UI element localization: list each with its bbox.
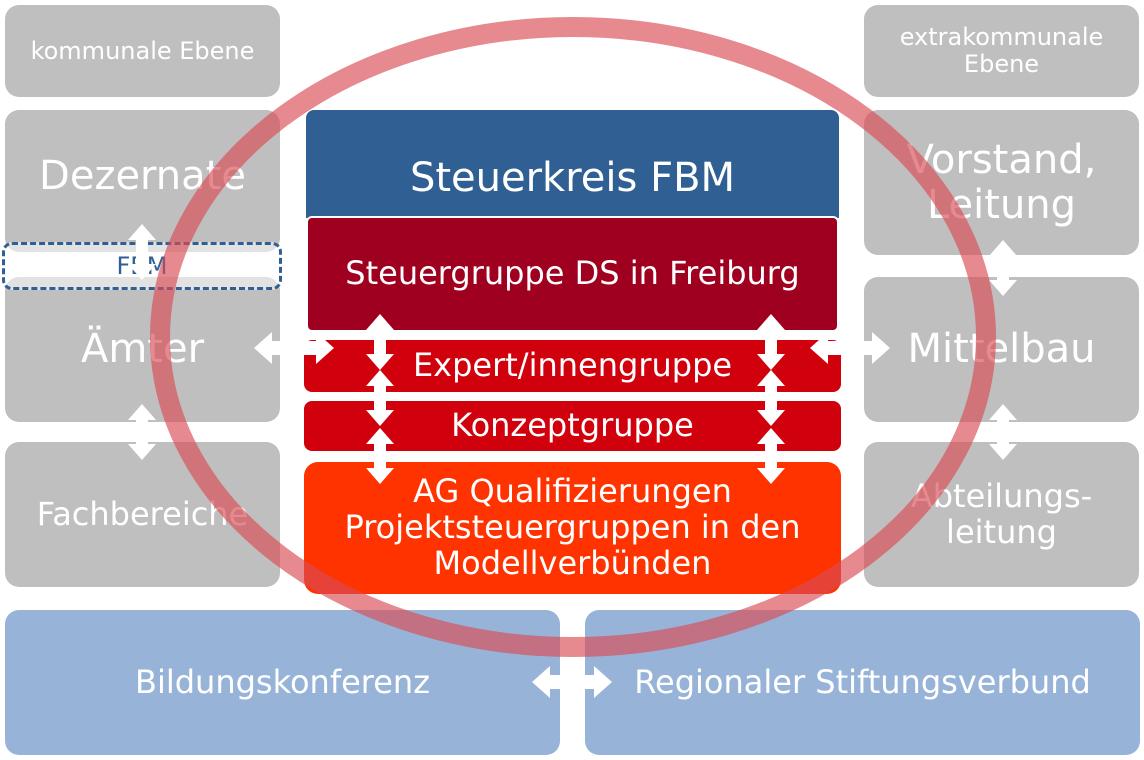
regionaler-stiftungsverbund-box: Regionaler Stiftungsverbund [585,610,1140,755]
konzeptgruppe-box: Konzeptgruppe [304,401,841,451]
mittelbau-box: Mittelbau [864,277,1139,422]
vorstand-leitung-box: Vorstand, Leitung [864,110,1139,255]
fbm-dashed-box: FBM [2,242,282,290]
dezernate-box: Dezernate [5,110,280,252]
kommunale-ebene-header: kommunale Ebene [5,5,280,97]
steuerkreis-fbm-box: Steuerkreis FBM [306,110,839,218]
steuergruppe-box: Steuergruppe DS in Freiburg [306,216,839,332]
ag-qualifizierungen-box: AG Qualifizierungen Projektsteuergruppen… [304,462,841,594]
aemter-box: Ämter [5,277,280,422]
bildungskonferenz-box: Bildungskonferenz [5,610,560,755]
fachbereiche-box: Fachbereiche [5,442,280,587]
expertinnengruppe-box: Expert/innengruppe [304,340,841,392]
extrakommunale-ebene-header: extrakommunale Ebene [864,5,1139,97]
abteilungsleitung-box: Abteilungs- leitung [864,442,1139,587]
fbm-label: FBM [116,252,168,280]
